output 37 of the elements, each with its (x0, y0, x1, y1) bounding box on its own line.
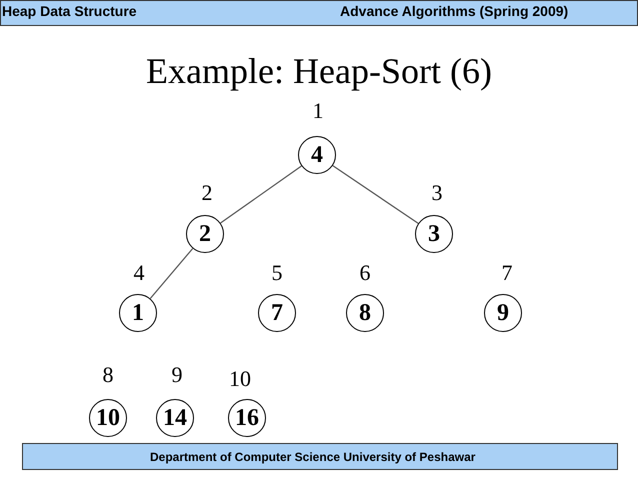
tree-edge (220, 165, 302, 224)
node-value: 10 (96, 404, 120, 432)
slide-title: Example: Heap-Sort (6) (145, 50, 493, 92)
heap-node-circle (484, 294, 522, 332)
node-value: 16 (235, 404, 259, 432)
header-text: Heap Data Structure (2, 3, 137, 19)
heap-node-circle (415, 215, 453, 253)
tree-edge (150, 248, 194, 299)
node-value: 2 (199, 220, 211, 248)
node-value: 14 (163, 404, 187, 432)
heap-node-circle (89, 399, 127, 437)
heap-node-circle (228, 399, 266, 437)
node-value: 3 (428, 220, 440, 248)
heap-node-circle (156, 399, 194, 437)
heap-node-circle (186, 215, 224, 253)
array-index: 1 (312, 98, 324, 124)
array-index: 7 (502, 260, 512, 286)
heap-node-circle (298, 136, 336, 174)
header-text: Advance Algorithms (Spring 2009) (340, 3, 568, 19)
array-index: 3 (432, 180, 442, 206)
array-index: 9 (172, 362, 182, 388)
array-index: 5 (272, 260, 282, 286)
array-index: 8 (102, 362, 114, 388)
array-index: 10 (229, 366, 251, 392)
heap-node-circle (258, 294, 296, 332)
heap-node-circle (346, 294, 384, 332)
node-value: 9 (497, 300, 509, 326)
node-value: 7 (271, 300, 283, 326)
array-index: 4 (134, 260, 144, 286)
heap-node-circle (119, 294, 157, 332)
node-value: 8 (359, 300, 371, 326)
node-value: 4 (311, 142, 323, 168)
array-index: 6 (360, 260, 370, 286)
array-index: 2 (202, 180, 212, 206)
node-value: 1 (132, 300, 144, 326)
footer-text: Department of Computer Science University of Peshawar (150, 450, 476, 464)
tree-edge (332, 165, 419, 224)
